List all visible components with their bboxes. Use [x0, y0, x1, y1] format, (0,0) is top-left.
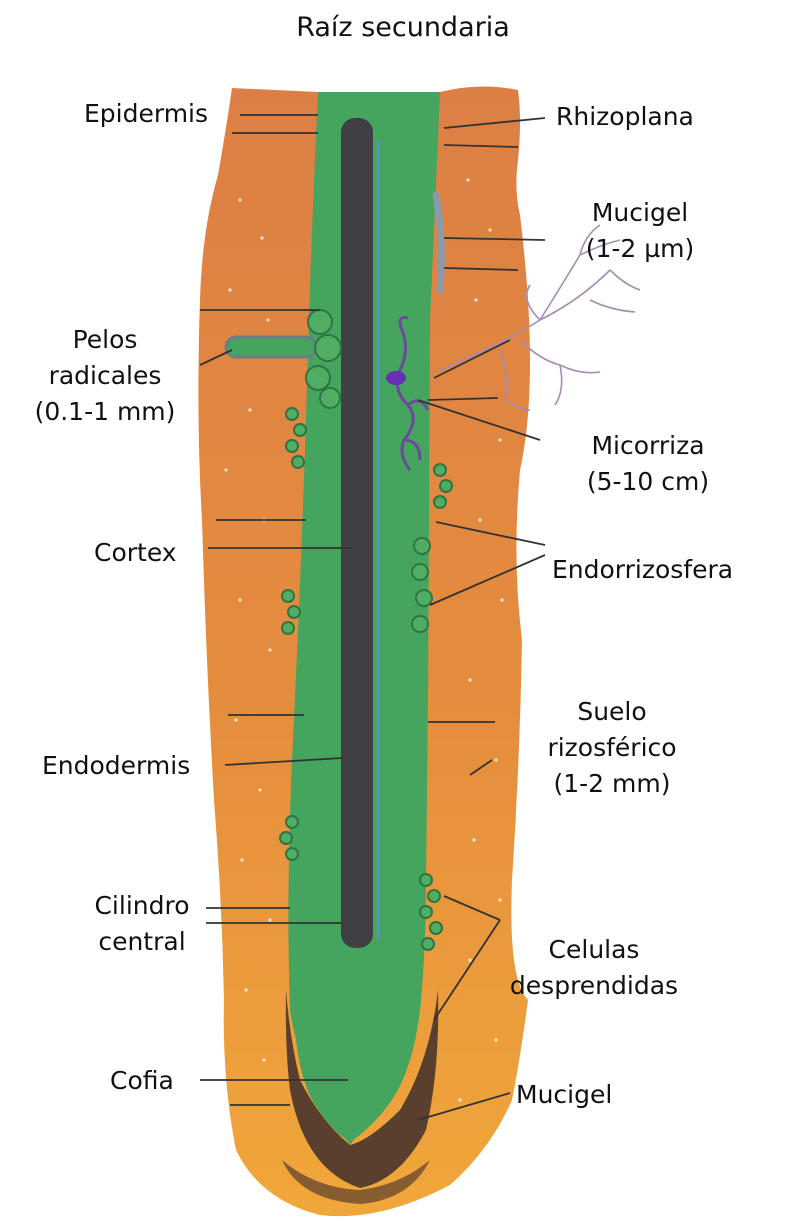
label-cilindro-central: Cilindro central	[62, 888, 222, 960]
label-mucigel-bottom: Mucigel	[516, 1077, 612, 1113]
label-endodermis: Endodermis	[42, 748, 190, 784]
label-pelos-radicales: Pelos radicales (0.1-1 mm)	[5, 322, 205, 430]
mycorrhiza-vesicle	[386, 371, 406, 385]
label-cofia: Cofia	[110, 1063, 174, 1099]
label-celulas-line2: desprendidas	[484, 968, 704, 1004]
label-mucigel-top-line1: Mucigel	[548, 195, 732, 231]
label-pelos-line1: Pelos	[5, 322, 205, 358]
label-suelo-line1: Suelo	[512, 694, 712, 730]
label-suelo-line2: rizosférico	[512, 730, 712, 766]
label-micorriza-line1: Micorriza	[548, 428, 748, 464]
diagram-title: Raíz secundaria	[258, 10, 548, 46]
label-mucigel-top-line2: (1-2 µm)	[548, 231, 732, 267]
label-epidermis: Epidermis	[84, 96, 208, 132]
label-celulas-desprendidas: Celulas desprendidas	[484, 932, 704, 1004]
label-cilindro-line2: central	[62, 924, 222, 960]
label-suelo-line3: (1-2 mm)	[512, 766, 712, 802]
label-pelos-line2: radicales	[5, 358, 205, 394]
label-endorrizosfera: Endorrizosfera	[552, 552, 733, 588]
label-rhizoplana: Rhizoplana	[556, 99, 694, 135]
label-pelos-line3: (0.1-1 mm)	[5, 394, 205, 430]
central-stele	[341, 118, 373, 948]
label-suelo-rizosferico: Suelo rizosférico (1-2 mm)	[512, 694, 712, 802]
label-cilindro-line1: Cilindro	[62, 888, 222, 924]
label-cortex: Cortex	[94, 535, 177, 571]
label-celulas-line1: Celulas	[484, 932, 704, 968]
label-micorriza: Micorriza (5-10 cm)	[548, 428, 748, 500]
label-micorriza-line2: (5-10 cm)	[548, 464, 748, 500]
label-mucigel-top: Mucigel (1-2 µm)	[548, 195, 732, 267]
root-hair	[226, 337, 316, 357]
